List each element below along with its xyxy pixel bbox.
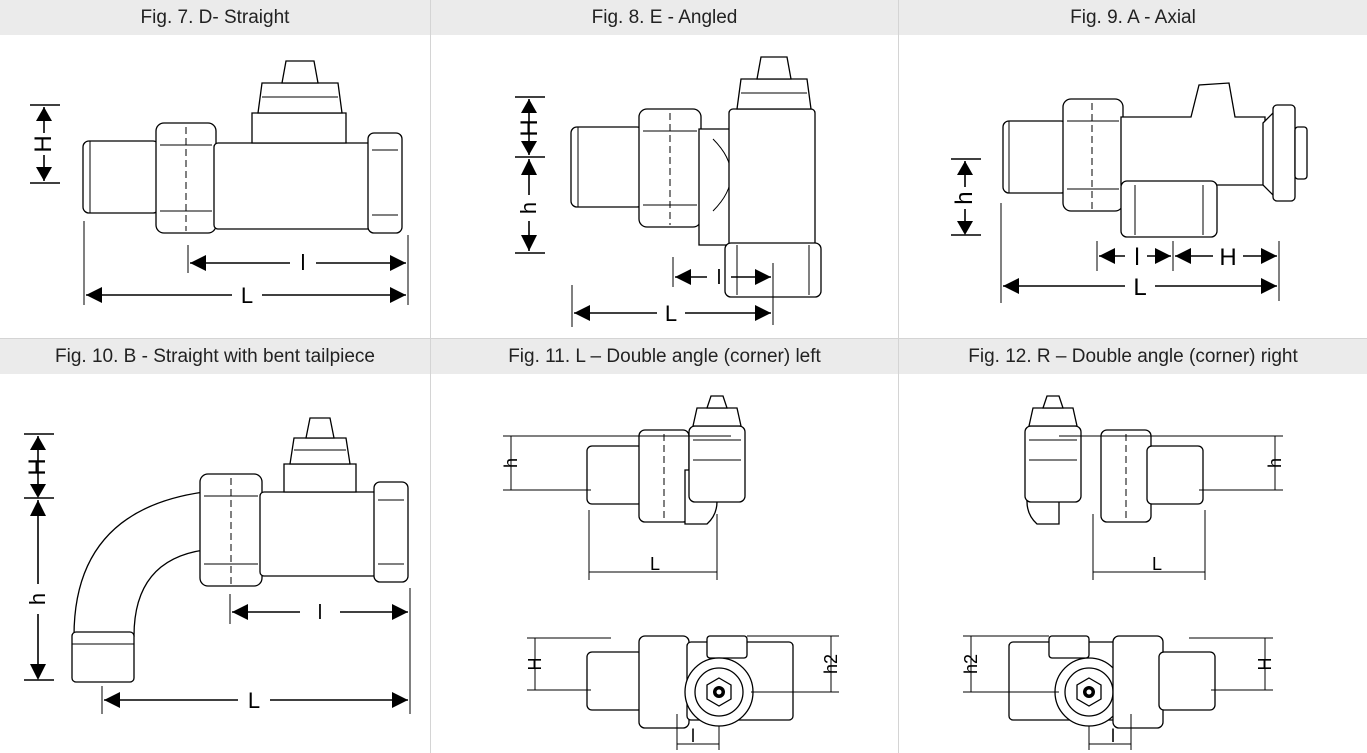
figure-caption: Fig. 9. A - Axial [899,0,1367,35]
figure-caption: Fig. 10. B - Straight with bent tailpiec… [0,339,430,374]
dimension-h-label: h [25,593,50,605]
figure-7: Fig. 7. D- Straight [0,0,430,338]
dimension-h-label: h [501,458,521,468]
dimension-H-label: H [516,119,543,136]
dimension-h-label: h [516,202,541,214]
figure-10: Fig. 10. B - Straight with bent tailpiec… [0,339,430,753]
figure-9: Fig. 9. A - Axial [899,0,1367,338]
dimension-l-label: l [1134,244,1139,271]
valve-drawing-corner-left: h L H [431,374,898,753]
dimension-H-label: H [30,135,57,152]
dimension-l-label: l [1111,726,1115,746]
valve-drawing-angled: H h l [431,35,898,338]
dimension-h2-label: h2 [961,654,981,674]
column-divider-2 [898,0,899,753]
dimension-H-label: H [1219,244,1236,271]
dimension-L-label: L [650,554,660,574]
dimension-l-label: l [318,602,322,624]
figure-caption: Fig. 11. L – Double angle (corner) left [431,339,898,374]
figure-11: Fig. 11. L – Double angle (corner) left … [431,339,898,753]
figure-caption: Fig. 8. E - Angled [431,0,898,35]
figure-8: Fig. 8. E - Angled [431,0,898,338]
valve-drawing-straight: H l L [0,35,430,338]
dimension-h-label: h [1265,458,1285,468]
column-divider-1 [430,0,431,753]
dimension-h2-label: h2 [821,654,841,674]
dimension-l-label: l [301,250,306,275]
dimension-H-label: H [1255,658,1275,671]
valve-drawing-axial: h l H L [899,35,1367,338]
dimension-L-label: L [1152,554,1162,574]
dimension-L-label: L [241,283,253,308]
dimension-l-label: l [717,267,721,289]
figure-12: Fig. 12. R – Double angle (corner) right… [899,339,1367,753]
figure-caption: Fig. 7. D- Straight [0,0,430,35]
row-divider [0,338,1367,339]
valve-drawing-bent-tailpiece: H h l [0,374,430,753]
dimension-L-label: L [248,688,260,713]
dimension-L-label: L [1133,274,1146,301]
valve-drawing-corner-right: h L h2 [899,374,1367,753]
dimension-H-label: H [525,658,545,671]
figure-caption: Fig. 12. R – Double angle (corner) right [899,339,1367,374]
dimension-h-label: h [951,191,978,204]
dimension-l-label: l [691,726,695,746]
dimension-L-label: L [665,301,677,326]
dimension-H-label: H [24,458,51,475]
